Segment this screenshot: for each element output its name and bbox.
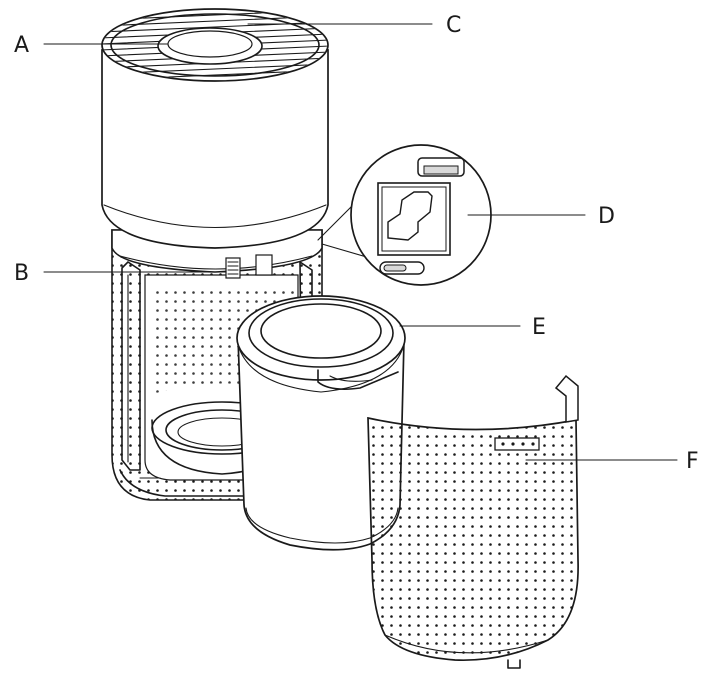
cover-hook	[554, 374, 579, 423]
purifier-unit	[101, 8, 329, 501]
filter-cartridge	[236, 295, 406, 551]
cover-shell	[367, 416, 579, 662]
callout-c: C	[446, 13, 461, 38]
callout-d: D	[598, 204, 615, 229]
callout-b: B	[14, 261, 29, 286]
unit-left-frame	[121, 261, 141, 471]
cover-latch	[494, 437, 540, 451]
unit-bottom-rim	[119, 469, 291, 497]
callout-a: A	[14, 33, 29, 58]
key-shape	[387, 191, 433, 241]
callout-e: E	[532, 315, 546, 340]
detail-magnifier	[317, 144, 492, 286]
callout-f: F	[686, 449, 699, 474]
detail-pointer	[317, 202, 371, 259]
perforated-cover	[367, 374, 579, 669]
callout-labels: A B C D E F	[14, 13, 699, 474]
unit-upper-housing	[101, 49, 329, 249]
latch-b	[225, 254, 273, 279]
filter-pull-tab	[317, 369, 399, 390]
control-dial	[157, 27, 263, 65]
leader-lines	[43, 23, 678, 461]
